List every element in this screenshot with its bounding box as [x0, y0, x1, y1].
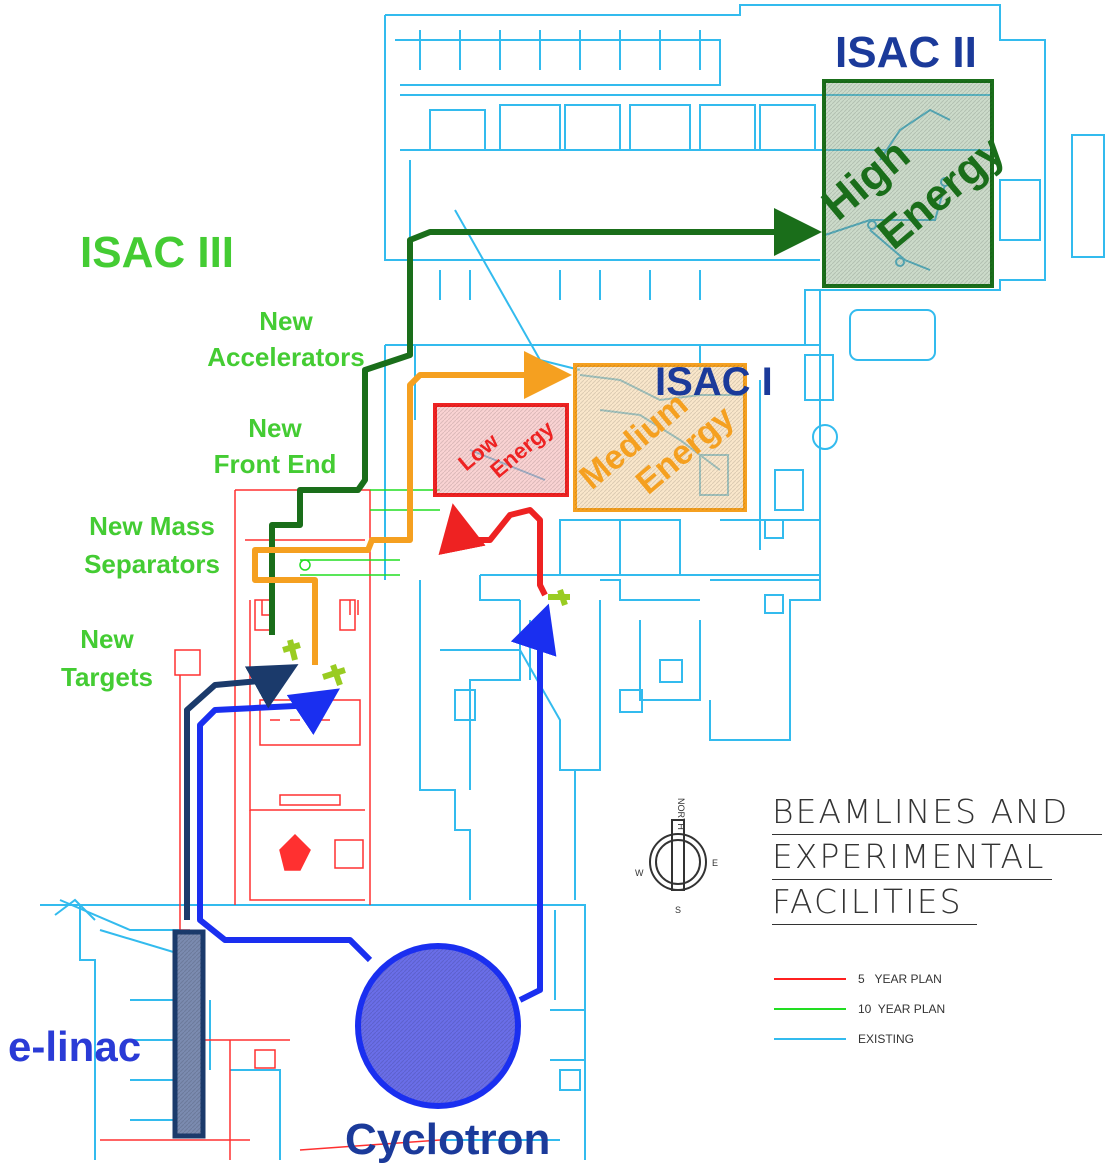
compass-north-label: NORTH: [676, 798, 686, 830]
new-front-end-line1: New: [195, 410, 355, 446]
legend-label-5-year: 5 YEAR PLAN: [858, 972, 942, 986]
elinac-label: e-linac: [8, 1023, 141, 1071]
compass-east-label: E: [712, 858, 718, 868]
legend: 5 YEAR PLAN 10 YEAR PLAN EXISTING: [774, 964, 1004, 1054]
low-energy-beamline: [455, 510, 545, 595]
compass-icon: [650, 820, 706, 890]
legend-item-10-year: 10 YEAR PLAN: [774, 994, 1004, 1024]
cyclotron-label: Cyclotron: [345, 1115, 550, 1165]
isac-ii-label: ISAC II: [835, 28, 977, 78]
legend-swatch-5-year: [774, 978, 846, 980]
compass-south-label: S: [675, 905, 681, 915]
legend-swatch-10-year: [774, 1008, 846, 1010]
new-accelerators-label: New Accelerators: [186, 303, 386, 375]
new-targets-label: New Targets: [42, 620, 172, 696]
new-mass-separators-line1: New Mass: [62, 507, 242, 545]
new-mass-separators-label: New Mass Separators: [62, 507, 242, 583]
new-front-end-line2: Front End: [195, 446, 355, 482]
title-line-3: FACILITIES: [772, 880, 977, 925]
new-targets-line1: New: [42, 620, 172, 658]
legend-label-existing: EXISTING: [858, 1032, 914, 1046]
compass-west-label: W: [635, 868, 644, 878]
cyclotron-beamline-targets: [200, 695, 370, 960]
target-markers: [283, 590, 570, 685]
new-mass-separators-line2: Separators: [62, 545, 242, 583]
title-line-2: EXPERIMENTAL: [772, 835, 1052, 880]
legend-label-10-year: 10 YEAR PLAN: [858, 1002, 945, 1016]
legend-item-5-year: 5 YEAR PLAN: [774, 964, 1004, 994]
legend-item-existing: EXISTING: [774, 1024, 1004, 1054]
title-block: BEAMLINES AND EXPERIMENTAL FACILITIES: [772, 790, 1102, 925]
isac-iii-label: ISAC III: [80, 228, 234, 278]
title-line-1: BEAMLINES AND: [772, 790, 1102, 835]
new-accelerators-line1: New: [186, 303, 386, 339]
new-front-end-label: New Front End: [195, 410, 355, 482]
new-accelerators-line2: Accelerators: [186, 339, 386, 375]
legend-swatch-existing: [774, 1038, 846, 1040]
new-targets-line2: Targets: [42, 658, 172, 696]
